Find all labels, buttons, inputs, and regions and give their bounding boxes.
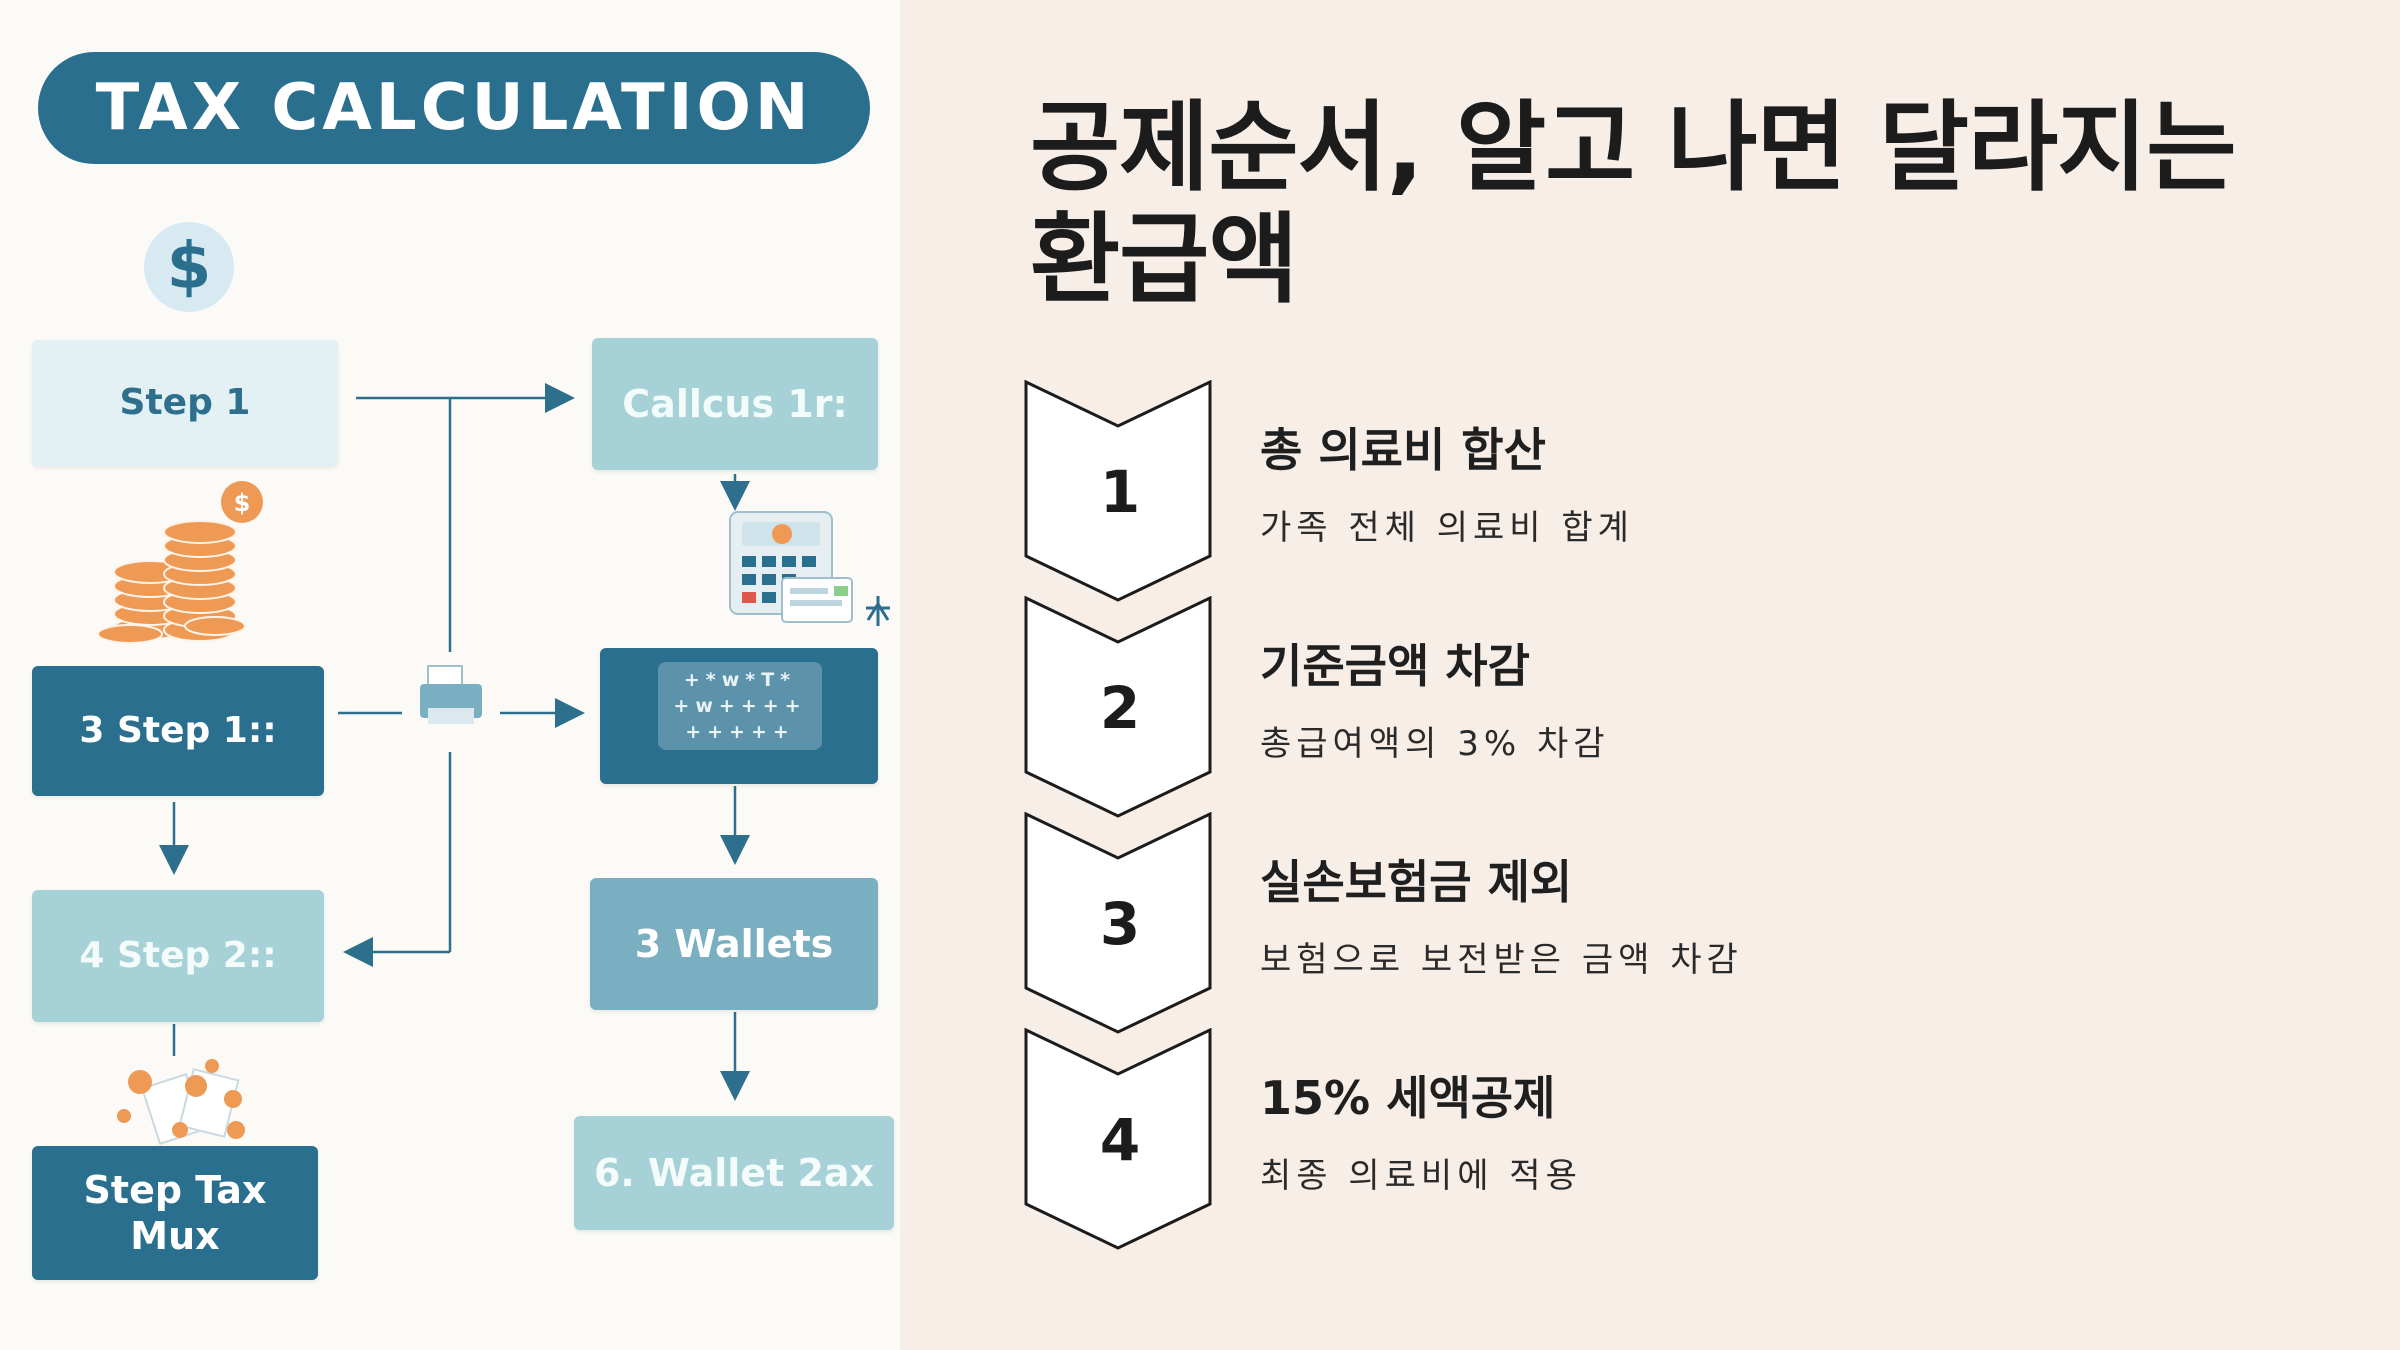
step-desc-1: 가족 전체 의료비 합계 (1260, 500, 1634, 549)
coin-scatter-icon (117, 1059, 245, 1144)
step-desc-2: 총급여액의 3% 차감 (1260, 716, 1610, 765)
tax-diagram-panel: TAX CALCULATION $ (0, 0, 900, 1350)
step-number-3: 3 (1070, 890, 1170, 958)
step-title-2: 기준금액 차감 (1260, 630, 1530, 696)
slide-content-panel: 공제순서, 알고 나면 달라지는 환급액 1 총 의료비 합산 가족 전체 의료… (900, 0, 2400, 1350)
step-number-2: 2 (1070, 674, 1170, 742)
step-title-3: 실손보험금 제외 (1260, 846, 1572, 912)
calculator-icon (730, 512, 852, 622)
wallet2ax-node: 6. Wallet 2ax (574, 1116, 894, 1230)
step4-node: 4 Step 2:: (32, 890, 324, 1022)
svg-text:$: $ (234, 489, 251, 517)
printer-icon (420, 666, 482, 724)
pin-icon (866, 596, 890, 626)
step-desc-4: 최종 의료비에 적용 (1260, 1148, 1582, 1197)
stars-row: +++++ (685, 721, 795, 743)
step-tax-mux-node: Step Tax Mux (32, 1146, 318, 1280)
stars-code-panel: +*w*T* +w++++ +++++ (658, 662, 822, 750)
step-title-1: 총 의료비 합산 (1260, 414, 1546, 480)
coin-stack-icon: $ (98, 481, 263, 643)
step-number-1: 1 (1070, 458, 1170, 526)
wallets-node: 3 Wallets (590, 878, 878, 1010)
callcus-node: Callcus 1r: (592, 338, 878, 470)
slide-title: 공제순서, 알고 나면 달라지는 환급액 (1030, 92, 2330, 316)
step-number-4: 4 (1070, 1106, 1170, 1174)
stars-row: +w++++ (673, 695, 806, 717)
step1-node: Step 1 (32, 340, 338, 466)
step3-node: 3 Step 1:: (32, 666, 324, 796)
step-title-4: 15% 세액공제 (1260, 1062, 1555, 1128)
stars-row: +*w*T* (684, 669, 796, 691)
step-desc-3: 보험으로 보전받은 금액 차감 (1260, 932, 1743, 981)
